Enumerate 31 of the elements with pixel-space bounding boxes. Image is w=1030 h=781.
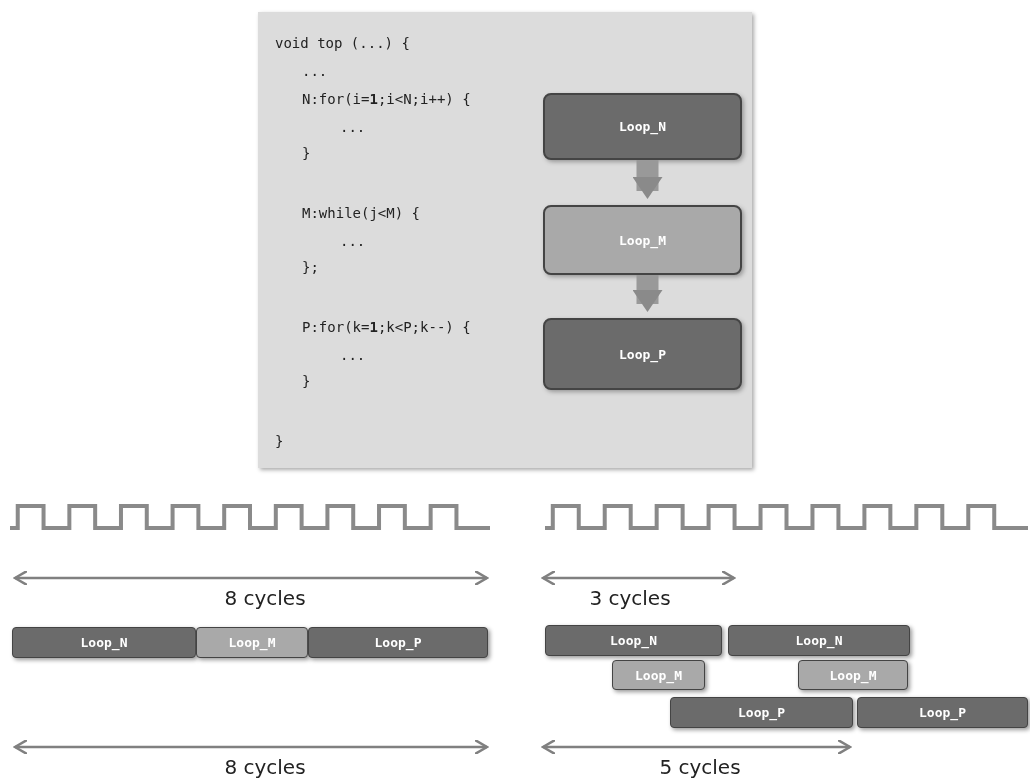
schedule-bar: Loop_N <box>545 625 722 656</box>
schedule-bar: Loop_M <box>196 627 308 658</box>
code-line: ... <box>340 232 366 250</box>
cycle-count-label: 8 cycles <box>224 586 306 610</box>
code-line: ... <box>340 118 366 136</box>
code-line: void top (...) { <box>275 34 410 52</box>
code-line: N:for(i=1;i<N;i++) { <box>302 90 471 108</box>
loop-box: Loop_P <box>543 318 742 390</box>
schedule-bar: Loop_P <box>308 627 488 658</box>
code-line: P:for(k=1;k<P;k--) { <box>302 318 471 336</box>
arrow <box>632 160 663 199</box>
cycle-count-label: 8 cycles <box>224 755 306 779</box>
schedule-bar: Loop_M <box>798 660 908 690</box>
code-line: } <box>302 144 311 162</box>
loop-box: Loop_N <box>543 93 742 160</box>
schedule-bar: Loop_P <box>857 697 1028 728</box>
schedule-bar: Loop_M <box>612 660 705 690</box>
code-line: }; <box>302 258 319 276</box>
code-line: M:while(j<M) { <box>302 204 420 222</box>
schedule-bar: Loop_P <box>670 697 853 728</box>
code-line: } <box>275 432 284 450</box>
arrow <box>632 275 663 312</box>
loop-box: Loop_M <box>543 205 742 275</box>
code-line: ... <box>340 346 366 364</box>
schedule-bar: Loop_N <box>728 625 910 656</box>
schedule-bar: Loop_N <box>12 627 196 658</box>
cycle-count-label: 5 cycles <box>659 755 741 779</box>
code-line: ... <box>302 62 328 80</box>
code-line: } <box>302 372 311 390</box>
code-panel <box>258 12 752 468</box>
cycle-count-label: 3 cycles <box>589 586 671 610</box>
